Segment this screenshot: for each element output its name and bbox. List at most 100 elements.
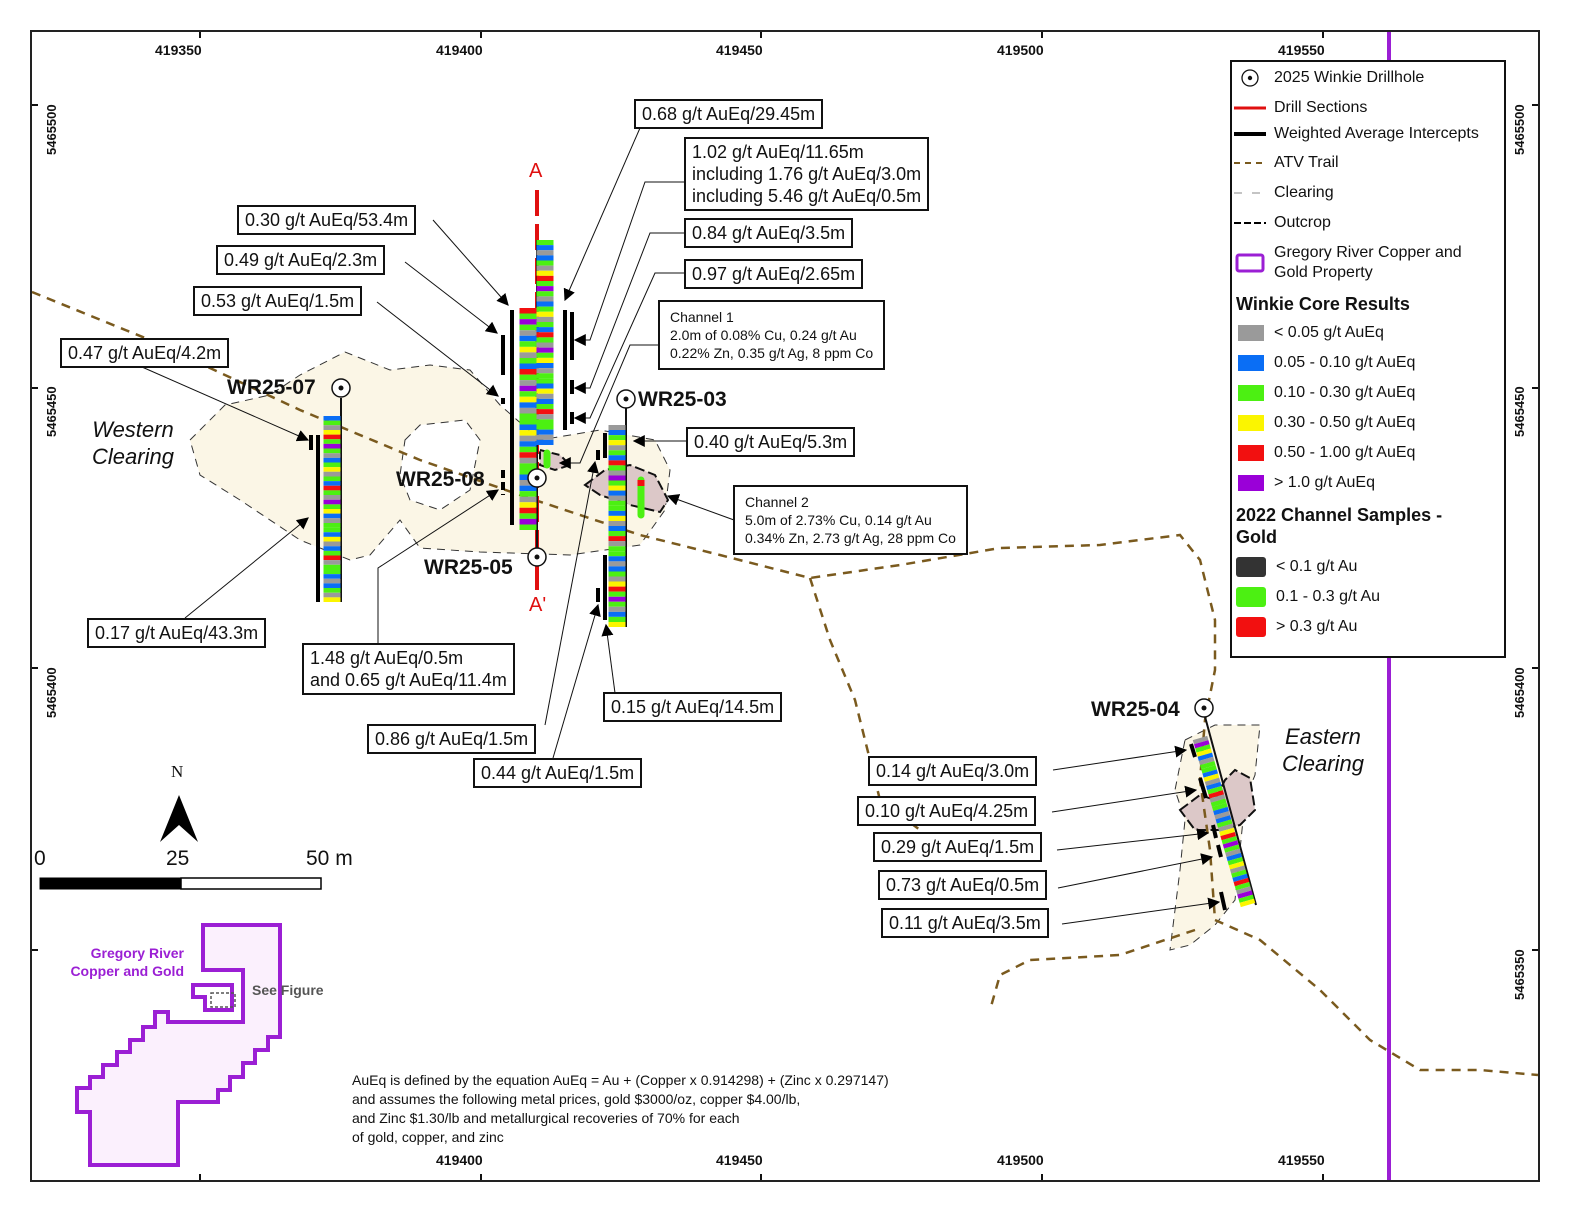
drillhole-trace [1203, 712, 1257, 906]
legend-core-class-4: 0.50 - 1.00 g/t AuEq [1232, 444, 1415, 462]
legend-item-weighted-intercepts: Weighted Average Intercepts [1232, 124, 1479, 144]
core-interval [1211, 802, 1228, 812]
red-line-icon [1232, 98, 1270, 118]
core-interval [1226, 852, 1243, 862]
core-interval [1203, 773, 1220, 782]
legend-class-label: 0.50 - 1.00 g/t AuEq [1274, 444, 1416, 461]
intercept-label: 0.17 g/t AuEq/43.3m [87, 618, 267, 648]
intercept-label: 0.53 g/t AuEq/1.5m [193, 286, 363, 316]
drillhole-label-wr25-07[interactable]: WR25-07 [227, 376, 316, 399]
core-interval [1220, 831, 1237, 841]
legend-item-property: Gregory River Copper and Gold Property [1232, 243, 1462, 283]
core-results-strip-wr25-04 [1192, 735, 1256, 908]
y-tick-label: 5465450 [44, 386, 59, 437]
intercept-bar [1198, 777, 1208, 799]
intercept-label: 0.97 g/t AuEq/2.65m [684, 259, 864, 289]
core-interval [1210, 798, 1227, 807]
intercept-label: 0.49 g/t AuEq/2.3m [216, 245, 386, 275]
leader-line [1061, 897, 1221, 925]
scale-bar [39, 877, 322, 890]
leader-line [1051, 785, 1198, 813]
leader-line [558, 344, 660, 469]
x-tick-label: 419450 [716, 1152, 763, 1168]
core-interval [1202, 769, 1219, 778]
drillhole-icon[interactable] [527, 468, 547, 488]
leader-line [552, 603, 601, 759]
drillhole-icon[interactable] [527, 547, 547, 567]
color-swatch-icon [1238, 385, 1264, 401]
leader-line [544, 460, 599, 726]
intercept-label: 0.44 g/t AuEq/1.5m [473, 758, 643, 788]
drillhole-icon[interactable] [1194, 698, 1214, 718]
x-tick-label: 419400 [436, 1152, 483, 1168]
core-interval [1199, 760, 1216, 770]
leader-lines [141, 127, 1221, 925]
black-dashed-line-icon [1232, 213, 1270, 233]
section-start-label: A [529, 160, 543, 182]
leader-line [1057, 853, 1214, 889]
color-swatch-icon [1236, 617, 1266, 637]
brown-dashed-line-icon [1232, 153, 1270, 173]
intercept-label: 0.11 g/t AuEq/3.5m [881, 908, 1049, 938]
core-interval [1193, 740, 1210, 749]
legend-core-class-2: 0.10 - 0.30 g/t AuEq [1232, 384, 1415, 402]
channel-2-label: Channel 2 5.0m of 2.73% Cu, 0.14 g/t Au … [733, 485, 968, 555]
core-interval [1231, 869, 1247, 878]
drillhole-label-wr25-05[interactable]: WR25-05 [424, 556, 513, 579]
color-swatch-icon [1238, 325, 1264, 341]
map-legend: 2025 Winkie Drillhole Drill Sections Wei… [1230, 60, 1506, 658]
core-interval [1213, 806, 1229, 816]
legend-item-drill-sections: Drill Sections [1232, 98, 1367, 118]
core-interval [1198, 756, 1215, 766]
y-tick-label: 5465400 [1512, 667, 1527, 718]
legend-item-clearing: Clearing [1232, 183, 1334, 203]
leader-line [376, 301, 499, 397]
leader-line [601, 623, 616, 694]
leader-line [432, 219, 509, 306]
drillhole-icon[interactable] [616, 389, 636, 409]
clearing-hole [399, 419, 481, 511]
western-clearing-label: Western Clearing [92, 417, 174, 469]
core-interval [1201, 765, 1217, 774]
y-tick-label: 5465350 [1512, 949, 1527, 1000]
color-swatch-icon [1236, 587, 1266, 607]
eastern-clearing-label: Eastern Clearing [1282, 724, 1364, 776]
drillhole-label-wr25-03[interactable]: WR25-03 [638, 388, 727, 411]
core-interval [1227, 857, 1244, 866]
core-interval [1239, 898, 1256, 908]
drillhole-label-wr25-08[interactable]: WR25-08 [396, 468, 485, 491]
color-swatch-icon [1238, 415, 1264, 431]
leader-line [184, 517, 309, 619]
color-swatch-icon [1236, 557, 1266, 577]
legend-channel-heading: 2022 Channel Samples - Gold [1236, 505, 1443, 547]
scale-label: 50 m [306, 847, 353, 870]
legend-class-label: 0.1 - 0.3 g/t Au [1276, 588, 1381, 605]
intercept-label: 1.02 g/t AuEq/11.65m including 1.76 g/t … [684, 137, 930, 211]
intercept-label: 0.10 g/t AuEq/4.25m [857, 796, 1037, 826]
legend-item-outcrop: Outcrop [1232, 213, 1331, 233]
core-interval [1197, 752, 1214, 761]
core-interval [1221, 836, 1238, 845]
leader-line [573, 232, 684, 394]
intercept-label: 0.86 g/t AuEq/1.5m [367, 724, 537, 754]
intercept-label: 0.15 g/t AuEq/14.5m [603, 692, 783, 722]
leader-line [1052, 745, 1188, 771]
x-tick-label: 419500 [997, 42, 1044, 58]
legend-item-drillhole: 2025 Winkie Drillhole [1232, 68, 1424, 88]
leader-line [563, 127, 641, 302]
x-tick-label: 419550 [1278, 1152, 1325, 1168]
inset-see-figure-label: See Figure [252, 982, 324, 998]
core-interval [1223, 844, 1240, 853]
core-interval [1235, 886, 1252, 895]
purple-outline-box-icon [1232, 253, 1270, 273]
core-interval [1228, 861, 1245, 870]
legend-channel-class-0: < 0.1 g/t Au [1232, 557, 1357, 577]
leader-line [377, 489, 500, 643]
leader-line [141, 366, 310, 442]
map-frame [30, 30, 1540, 1182]
drillhole-icon[interactable] [331, 378, 351, 398]
intercept-label: 0.47 g/t AuEq/4.2m [60, 338, 230, 368]
drillhole-label-wr25-04[interactable]: WR25-04 [1091, 698, 1180, 721]
legend-class-label: > 0.3 g/t Au [1276, 618, 1358, 635]
legend-channel-class-1: 0.1 - 0.3 g/t Au [1232, 587, 1380, 607]
